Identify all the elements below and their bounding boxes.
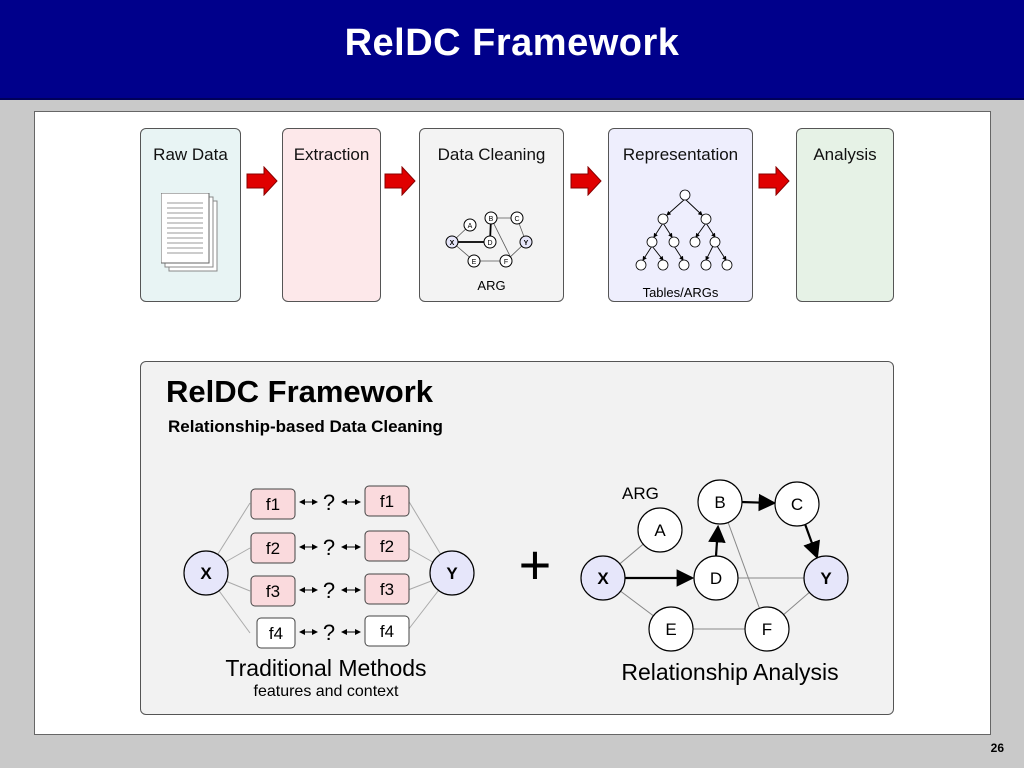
node-x: X	[200, 564, 212, 583]
question-mark: ?	[323, 620, 335, 645]
rel-node-f: F	[762, 620, 772, 639]
rel-node-c: C	[791, 495, 803, 514]
mini-node-c: C	[514, 216, 519, 223]
left-feature-f2: f2	[266, 539, 280, 558]
stage-raw-data: Raw Data	[140, 128, 241, 302]
arrow-right-icon	[246, 166, 278, 196]
rel-node-d: D	[710, 569, 722, 588]
tree-icon	[635, 189, 733, 271]
tables-args-caption: Tables/ARGs	[642, 285, 719, 300]
plus-sign: +	[518, 533, 552, 596]
right-feature-f1: f1	[380, 492, 394, 511]
rel-node-y: Y	[820, 569, 832, 588]
slide-title: RelDC Framework	[344, 22, 680, 64]
stage-extraction: Extraction	[282, 128, 381, 302]
stage-label: Extraction	[293, 145, 370, 164]
stage-label: Representation	[622, 145, 739, 164]
relationship-graph: A B C X D Y E F	[580, 479, 849, 652]
rel-node-e: E	[665, 620, 676, 639]
relationship-analysis-caption: Relationship Analysis	[621, 659, 839, 685]
mini-arg-graph: A B C X D Y E F	[445, 211, 533, 268]
mini-node-f: F	[504, 259, 508, 266]
page-number: 26	[990, 741, 1004, 755]
framework-title: RelDC Framework	[166, 374, 434, 409]
mini-node-x: X	[450, 240, 455, 247]
stage-label: Raw Data	[153, 145, 228, 164]
stage-representation: Representation	[608, 128, 753, 302]
arrow-right-icon	[384, 166, 416, 196]
left-feature-f1: f1	[266, 495, 280, 514]
arrow-right-icon	[758, 166, 790, 196]
stage-data-cleaning: Data Cleaning A B C	[419, 128, 564, 302]
left-feature-f4: f4	[269, 624, 283, 643]
traditional-methods-caption: Traditional Methods	[225, 655, 427, 681]
node-y: Y	[446, 564, 458, 583]
arg-caption: ARG	[477, 278, 506, 293]
traditional-methods-diagram: f1 f2 f3 f4 f1 f2 f3 f4 ? ? ? ? X Y	[183, 485, 475, 649]
document-icon	[161, 193, 218, 272]
right-feature-f3: f3	[380, 580, 394, 599]
question-mark: ?	[323, 578, 335, 603]
framework-subtitle: Relationship-based Data Cleaning	[168, 417, 443, 436]
mini-node-d: D	[487, 240, 492, 247]
stage-label: Data Cleaning	[437, 145, 546, 164]
right-feature-f4: f4	[380, 622, 394, 641]
mini-node-b: B	[489, 216, 494, 223]
question-mark: ?	[323, 490, 335, 515]
title-bar: RelDC Framework	[0, 0, 1024, 100]
rel-node-x: X	[597, 569, 609, 588]
stage-analysis: Analysis	[796, 128, 894, 302]
right-feature-f2: f2	[380, 537, 394, 556]
arrow-right-icon	[570, 166, 602, 196]
mini-node-a: A	[468, 223, 473, 230]
arg-label: ARG	[622, 484, 659, 503]
mini-node-y: Y	[524, 240, 529, 247]
question-mark: ?	[323, 535, 335, 560]
mini-node-e: E	[472, 259, 477, 266]
rel-node-a: A	[654, 521, 666, 540]
rel-node-b: B	[714, 493, 725, 512]
stage-label: Analysis	[813, 145, 877, 164]
features-context-caption: features and context	[253, 683, 399, 700]
left-feature-f3: f3	[266, 582, 280, 601]
